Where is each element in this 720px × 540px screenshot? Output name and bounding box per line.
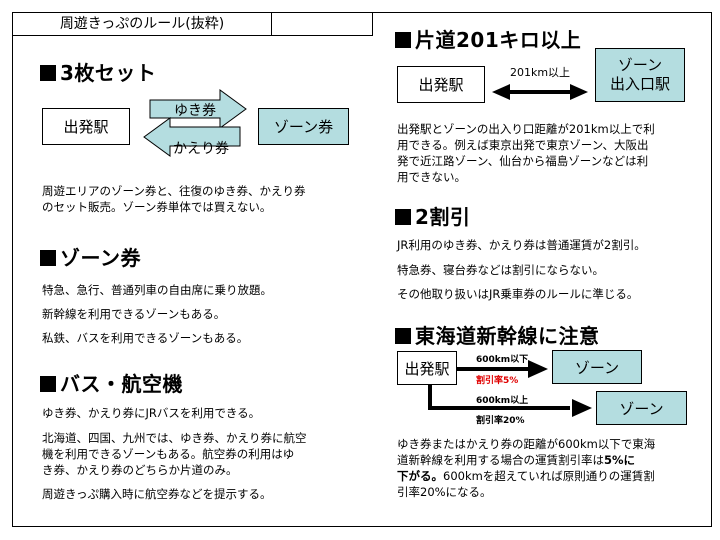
heading-three-set: 3枚セット — [40, 57, 156, 86]
heading-zone-ticket: ゾーン券 — [40, 242, 141, 271]
square-bullet-icon — [40, 376, 56, 392]
discount-rule-3: その他取り扱いはJR乗車券のルールに準じる。 — [397, 287, 639, 301]
set-description: 周遊エリアのゾーン券と、往復のゆき券、かえり券 のセット販売。ゾーン券単体では買… — [42, 184, 306, 214]
heading-bus-air: バス・航空機 — [40, 368, 183, 397]
zone-ticket-box: ゾーン券 — [258, 108, 349, 145]
square-bullet-icon — [40, 65, 56, 81]
route2-distance-label: 600km以上 — [476, 396, 529, 406]
zone-ticket-rule-2: 新幹線を利用できるゾーンもある。 — [42, 307, 226, 321]
heading-20-percent-discount: 2割引 — [395, 201, 470, 230]
route2-discount-rate: 割引率20% — [476, 416, 525, 426]
origin-station-box-tokaido: 出発駅 — [397, 351, 457, 385]
zone-box-route1: ゾーン — [552, 350, 642, 384]
origin-station-box: 出発駅 — [42, 108, 130, 145]
heading-201km: 片道201キロ以上 — [395, 24, 581, 53]
square-bullet-icon — [395, 32, 411, 48]
emphasis-5-percent: 5%に — [604, 453, 636, 467]
route1-distance-label: 600km以下 — [476, 355, 529, 365]
return-ticket-label: かえり券 — [173, 141, 229, 157]
ticket-arrows — [143, 89, 247, 157]
outbound-arrow-shape — [149, 89, 247, 129]
route1-discount-rate: 割引率5% — [476, 376, 519, 386]
air-ticket-presentation-rule: 周遊きっぷ購入時に航空券などを提示する。 — [42, 487, 272, 501]
route2-line — [428, 385, 570, 410]
title-divider — [271, 35, 373, 36]
route2-arrowhead — [572, 399, 592, 417]
discount-rule-2: 特急券、寝台券などは割引にならない。 — [397, 263, 604, 277]
tokaido-description: ゆき券またはかえり券の距離が600km以下で東海 道新幹線を利用する場合の運賃割… — [397, 437, 656, 499]
zone-gateway-station-box: ゾーン 出入口駅 — [595, 48, 685, 102]
discount-rule-1: JR利用のゆき券、かえり券は普通運賃が2割引。 — [397, 238, 646, 252]
column-divider — [372, 12, 373, 36]
distance-arrow-label: 201km以上 — [509, 66, 571, 79]
air-rule: 北海道、四国、九州では、ゆき券、かえり券に航空 機を利用できるゾーンもある。航空… — [42, 431, 307, 477]
page-frame — [12, 12, 712, 527]
square-bullet-icon — [395, 328, 411, 344]
zone-ticket-rule-1: 特急、急行、普通列車の自由席に乗り放題。 — [42, 283, 272, 297]
outbound-ticket-label: ゆき券 — [174, 103, 216, 119]
zone-box-route2: ゾーン — [596, 391, 687, 425]
double-arrow-icon — [492, 84, 588, 100]
zone-ticket-rule-3: 私鉄、バスを利用できるゾーンもある。 — [42, 331, 249, 345]
route1-arrowhead — [528, 360, 548, 378]
square-bullet-icon — [40, 250, 56, 266]
return-arrow-shape — [143, 117, 241, 157]
distance-description: 出発駅とゾーンの出入り口距離が201km以上で利 用できる。例えば東京出発で東京… — [397, 122, 655, 184]
square-bullet-icon — [395, 209, 411, 225]
page-title: 周遊きっぷのルール(抜粋) — [12, 12, 272, 36]
bus-rule-1: ゆき券、かえり券にJRバスを利用できる。 — [42, 406, 261, 420]
heading-tokaido-shinkansen: 東海道新幹線に注意 — [395, 320, 600, 349]
tokaido-route-arrows — [428, 360, 592, 417]
origin-station-box-201: 出発駅 — [397, 66, 485, 103]
emphasis-lowered: 下がる。 — [397, 469, 443, 483]
